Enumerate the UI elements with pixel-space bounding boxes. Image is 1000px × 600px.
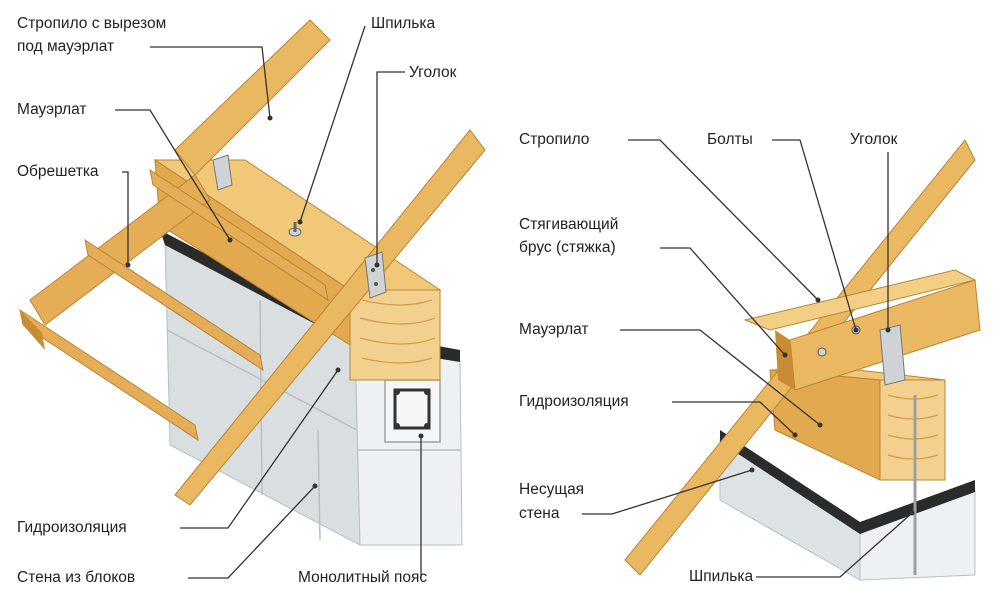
label-monolithic-belt: Монолитный пояс: [298, 569, 428, 586]
label-block-wall: Стена из блоков: [17, 569, 136, 586]
rafters: [29, 19, 486, 506]
label-tie-beam-line1: Стягивающий: [519, 216, 619, 233]
label-right-mauerlat: Мауэрлат: [519, 321, 589, 338]
left-leader-lines: [115, 25, 422, 579]
left-angle-brackets: [212, 154, 387, 299]
label-bolts: Болты: [707, 131, 753, 148]
label-right-stud: Шпилька: [689, 568, 754, 585]
label-bearing-wall-line2: стена: [519, 505, 560, 522]
label-rafter: Стропило: [519, 131, 590, 148]
label-mauerlat: Мауэрлат: [17, 101, 87, 118]
label-left-stud: Шпилька: [371, 15, 436, 32]
right-waterproofing: [720, 430, 975, 534]
left-diagram: [19, 19, 486, 579]
label-tie-beam-line2: брус (стяжка): [519, 239, 616, 256]
left-leader-dots: [125, 115, 424, 489]
label-left-waterproofing: Гидроизоляция: [17, 519, 127, 536]
label-lathing: Обрешетка: [17, 163, 99, 180]
label-bearing-wall-line1: Несущая: [519, 481, 585, 498]
label-right-angle: Уголок: [850, 131, 898, 148]
left-stud: [288, 222, 302, 237]
label-rafter-cut-line2: под мауэрлат: [17, 38, 115, 55]
right-leader-dots: [749, 297, 915, 516]
label-right-waterproofing: Гидроизоляция: [519, 393, 629, 410]
label-left-angle: Уголок: [409, 64, 457, 81]
right-leader-lines: [582, 139, 913, 578]
label-rafter-cut-line1: Стропило с вырезом: [17, 15, 167, 32]
right-angle-bracket: [879, 324, 906, 386]
lathing-boards: [19, 168, 329, 442]
right-diagram: [582, 139, 981, 581]
